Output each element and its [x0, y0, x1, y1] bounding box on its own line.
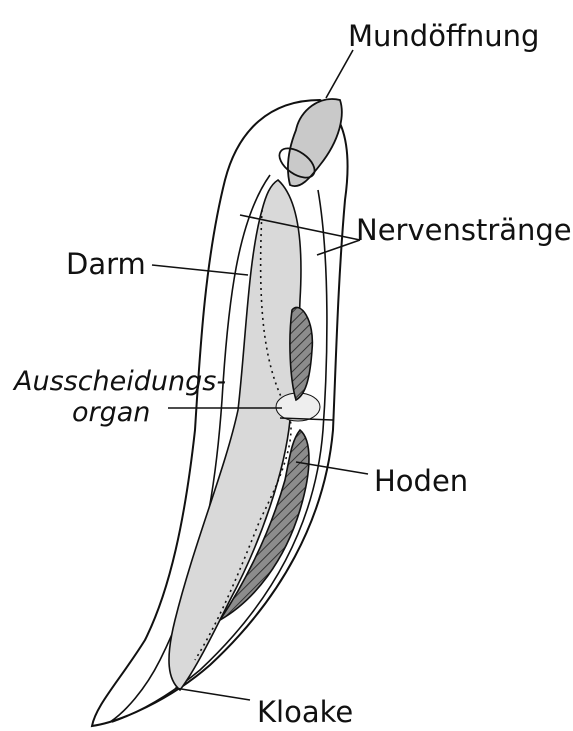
label-testes: Hoden — [374, 464, 468, 498]
leader-cloaca — [175, 688, 250, 700]
leader-mouth — [326, 50, 353, 98]
label-nerves: Nervenstränge — [356, 213, 572, 247]
label-excretory-2: organ — [72, 397, 150, 428]
label-mouth: Mundöffnung — [348, 19, 539, 53]
label-excretory-1: Ausscheidungs- — [12, 366, 226, 397]
label-cloaca: Kloake — [257, 695, 353, 729]
label-gut: Darm — [66, 247, 146, 281]
